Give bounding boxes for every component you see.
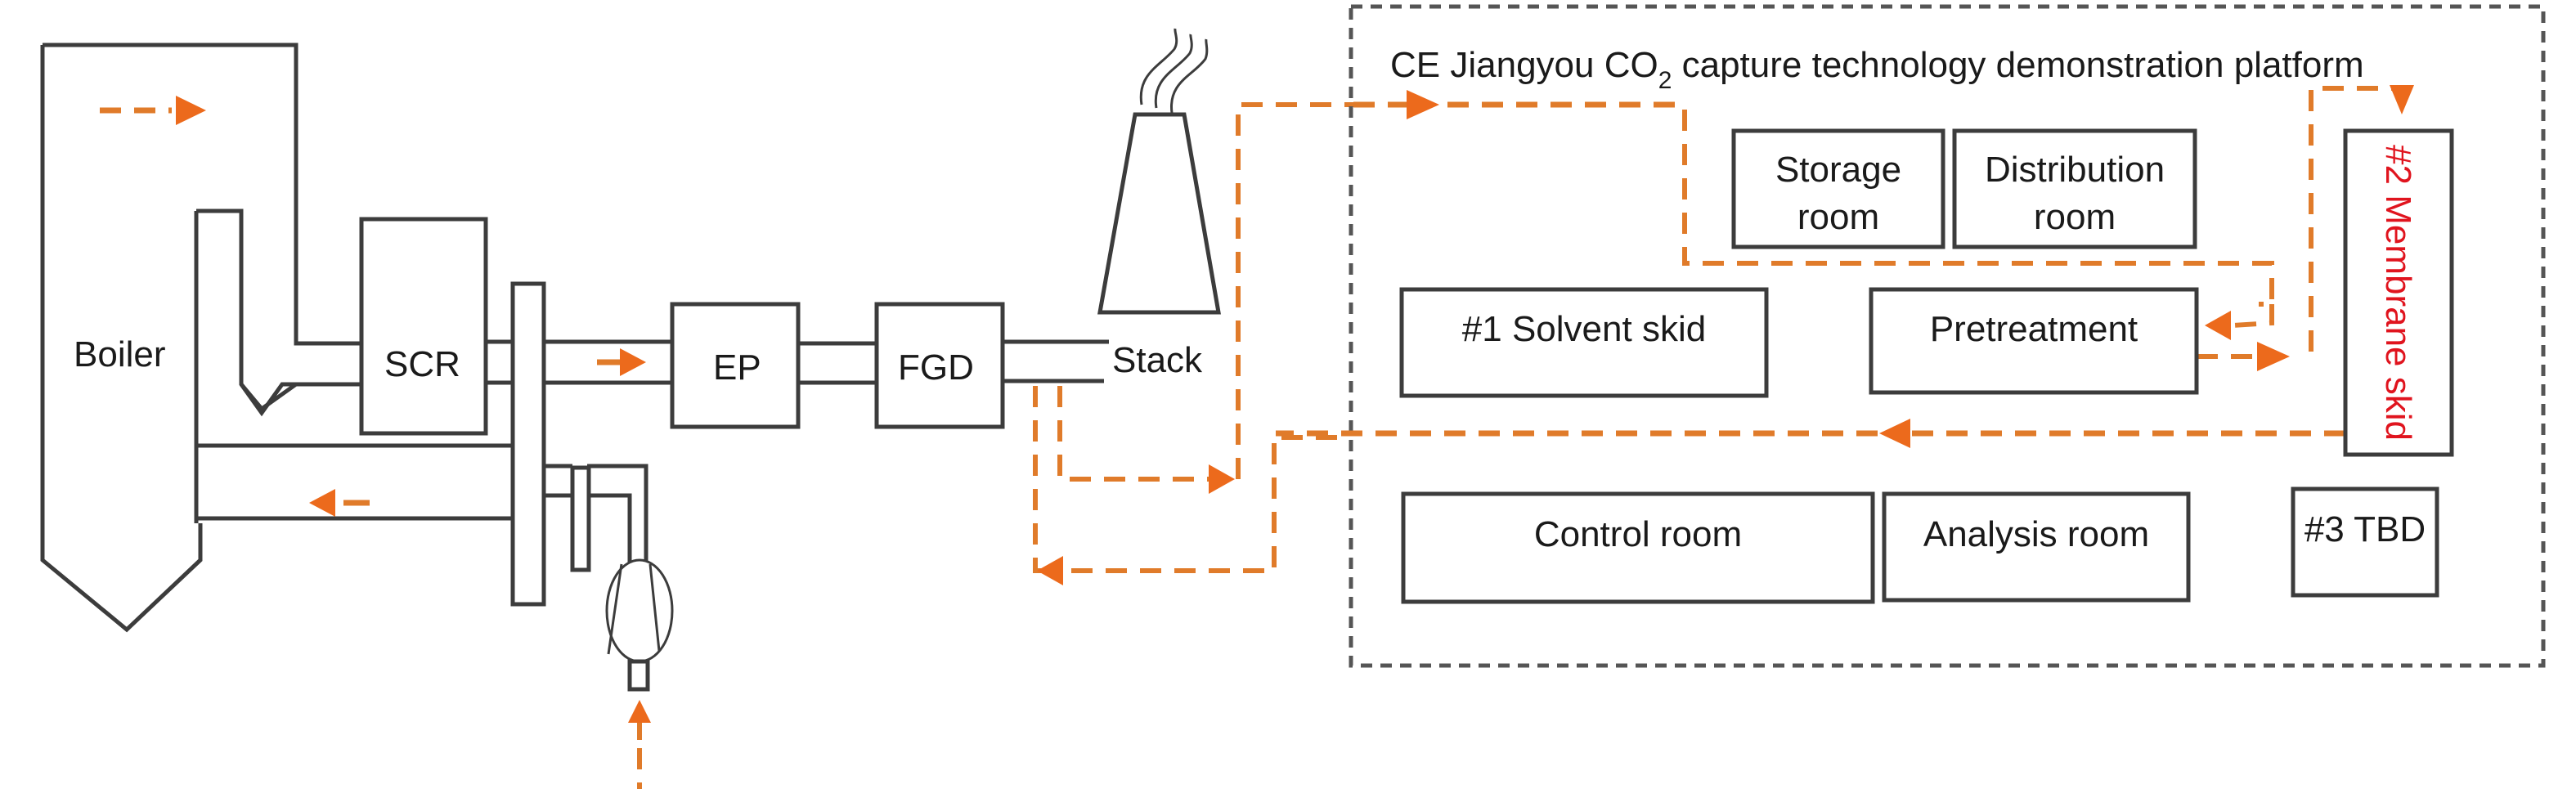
analysis-room: Analysis room: [1882, 491, 2191, 603]
air-preheater: [510, 281, 546, 607]
arrow-right-icon: [2257, 342, 2290, 371]
control-room: Control room: [1401, 491, 1875, 604]
fan: [605, 558, 674, 692]
distribution-room: Distribution room: [1952, 128, 2197, 249]
arrow-down-icon: [2390, 85, 2414, 114]
platform-boundary: [1349, 4, 2546, 668]
ep-unit: EP: [670, 302, 801, 429]
arrow-left-icon: [309, 489, 335, 517]
pretreatment: Pretreatment: [1869, 287, 2199, 395]
fgd-unit: FGD: [874, 302, 1005, 429]
arrow-right-icon: [1209, 464, 1235, 494]
fgd-label: FGD: [898, 347, 974, 388]
svg-text:room: room: [1797, 197, 1879, 237]
boiler-flow-arrow: [100, 96, 206, 125]
ep-label: EP: [713, 347, 761, 388]
svg-text:Distribution: Distribution: [1985, 150, 2165, 190]
boiler: Boiler: [40, 43, 360, 633]
arrow-right-icon: [1407, 90, 1439, 119]
arrow-left-icon: [1879, 419, 1910, 448]
svg-text:Control room: Control room: [1534, 514, 1742, 554]
arrow-right-icon: [620, 348, 646, 376]
scr-label: SCR: [384, 344, 460, 384]
membrane-skid: #2 Membrane skid: [2343, 128, 2454, 457]
stack-label: Stack: [1112, 340, 1203, 380]
fan-damper: [570, 465, 591, 572]
svg-text:Pretreatment: Pretreatment: [1930, 309, 2138, 349]
scr-unit: SCR: [359, 217, 488, 436]
arrow-up-icon: [628, 700, 651, 723]
svg-text:#3 TBD: #3 TBD: [2304, 509, 2426, 549]
boiler-label: Boiler: [74, 334, 166, 374]
arrow-left-icon: [1037, 556, 1063, 585]
smoke-icon: [1139, 28, 1178, 105]
tbd-skid: #3 TBD: [2291, 486, 2439, 598]
storage-room: Storage room: [1731, 128, 1945, 249]
stack: Stack: [1097, 28, 1221, 380]
svg-text:#1 Solvent skid: #1 Solvent skid: [1462, 309, 1706, 349]
svg-text:Analysis room: Analysis room: [1923, 514, 2149, 554]
air-return-arrow: [309, 489, 370, 517]
solvent-skid: #1 Solvent skid: [1399, 287, 1769, 398]
svg-text:Storage: Storage: [1775, 150, 1901, 190]
arrow-left-icon: [2205, 311, 2231, 340]
flue-gas-arrow: [597, 348, 646, 376]
svg-text:#2 Membrane skid: #2 Membrane skid: [2378, 145, 2418, 441]
air-inlet-arrow: [628, 700, 651, 789]
arrow-right-icon: [176, 96, 206, 125]
svg-text:room: room: [2034, 197, 2116, 237]
platform-title: CE Jiangyou CO2 capture technology demon…: [1390, 45, 2364, 94]
